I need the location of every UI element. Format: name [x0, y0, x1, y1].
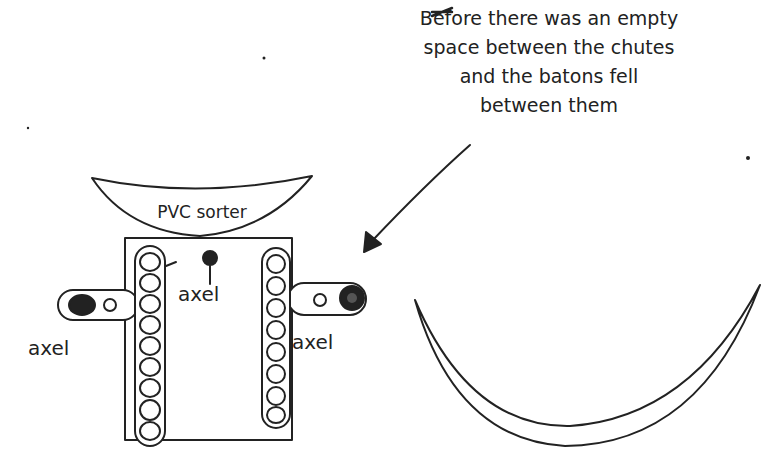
specks [27, 57, 750, 161]
right-arm [288, 283, 366, 315]
left-axle [69, 295, 95, 315]
right-axle-hub [347, 293, 357, 303]
right-axle [340, 286, 364, 310]
large-crescent [415, 285, 760, 446]
left-chute [135, 246, 165, 446]
arrow-head [364, 232, 381, 252]
tick-mark [166, 262, 176, 266]
right-bolt [314, 294, 326, 306]
axle-label: axel [178, 282, 248, 306]
left-bolt [104, 299, 116, 311]
node-label: PVC sorter [88, 202, 316, 222]
right-chute [262, 248, 290, 428]
note-text: Before there was an empty space between … [418, 4, 680, 120]
axle-label: axel [28, 336, 98, 360]
left-batons [140, 253, 160, 440]
left-arm [58, 290, 138, 320]
center-axle [203, 251, 217, 265]
axle-label: axel [292, 330, 362, 354]
right-batons [267, 255, 285, 423]
leader-line [209, 266, 211, 284]
sorter-shape: PVC sorter [88, 172, 316, 238]
note-arrow [372, 145, 470, 241]
